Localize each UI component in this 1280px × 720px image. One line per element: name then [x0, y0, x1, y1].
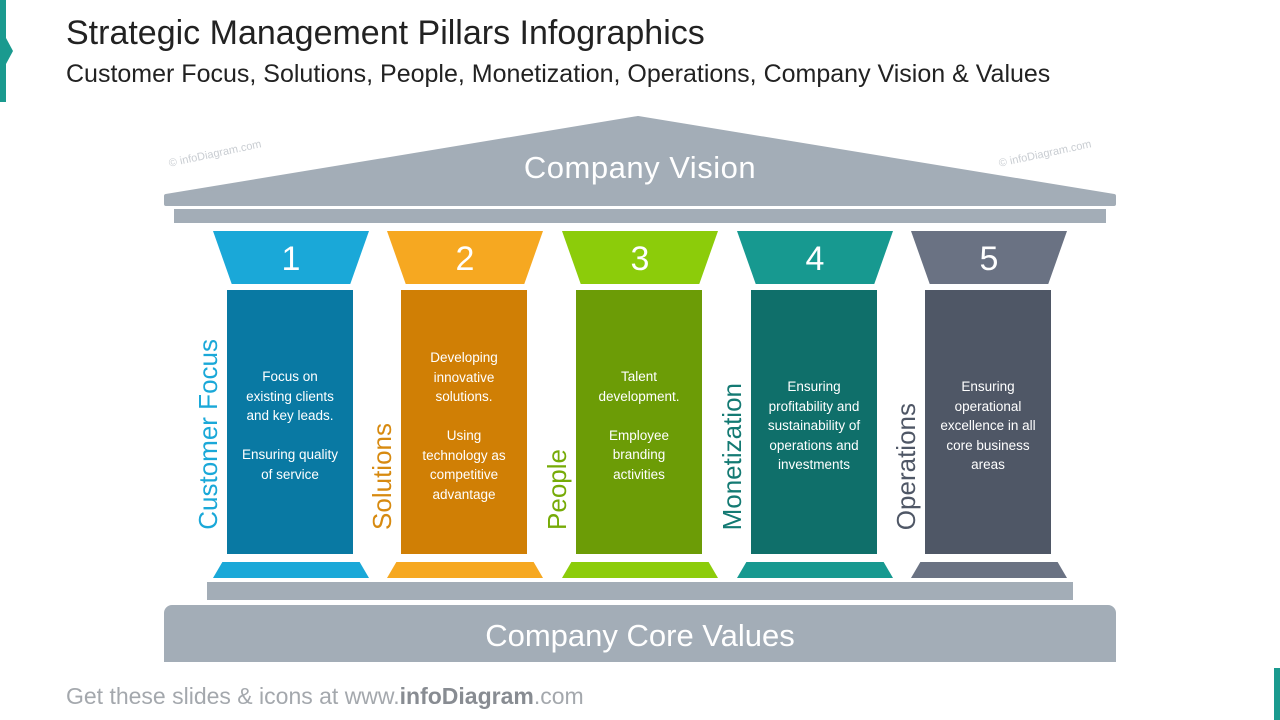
pillar-base: [737, 562, 893, 578]
pillar-number: 2: [387, 231, 543, 284]
page-subtitle: Customer Focus, Solutions, People, Monet…: [66, 60, 1051, 88]
footer-prefix: Get these slides & icons at www.: [66, 683, 400, 709]
pillar-base: [387, 562, 543, 578]
pillar-label: Solutions: [367, 423, 397, 530]
pillar-description: Talent development. Employee branding ac…: [598, 369, 680, 482]
pillar-shaft: [751, 290, 877, 554]
pillar-base: [911, 562, 1067, 578]
pillar-description: Developing innovative solutions. Using t…: [422, 350, 506, 502]
footer-brand: infoDiagram: [399, 683, 534, 709]
roof-beam: [174, 209, 1106, 223]
plinth: [207, 582, 1073, 600]
pillar-label: Monetization: [717, 382, 747, 530]
pillar-description: Focus on existing clients and key leads.…: [241, 369, 339, 482]
footer-suffix: .com: [533, 683, 584, 709]
right-accent-bar: [1274, 668, 1280, 720]
roof-pediment: [164, 116, 1116, 206]
pillar-shaft: [401, 290, 527, 554]
left-accent-bar: [0, 0, 6, 102]
footer-text: Get these slides & icons at www.infoDiag…: [66, 683, 584, 710]
pillar-description: Ensuring operational excellence in all c…: [940, 379, 1036, 472]
pillar-base: [562, 562, 718, 578]
pillar-shaft: [227, 290, 353, 554]
pillar-label: Customer Focus: [193, 339, 223, 530]
pillar-shaft: [576, 290, 702, 554]
left-accent-notch: [6, 38, 13, 64]
pillar-number: 1: [213, 231, 369, 284]
pillar-number: 5: [911, 231, 1067, 284]
pillar-label: People: [542, 449, 572, 530]
pillar-shaft: [925, 290, 1051, 554]
page-title: Strategic Management Pillars Infographic…: [66, 14, 705, 52]
foundation-label: Company Core Values: [164, 605, 1116, 662]
pillar-number: 3: [562, 231, 718, 284]
pillar-description: Ensuring profitability and sustainabilit…: [767, 379, 861, 472]
pillar-number: 4: [737, 231, 893, 284]
pillar-label: Operations: [891, 402, 921, 530]
roof-label: Company Vision: [523, 150, 757, 185]
pillar-base: [213, 562, 369, 578]
